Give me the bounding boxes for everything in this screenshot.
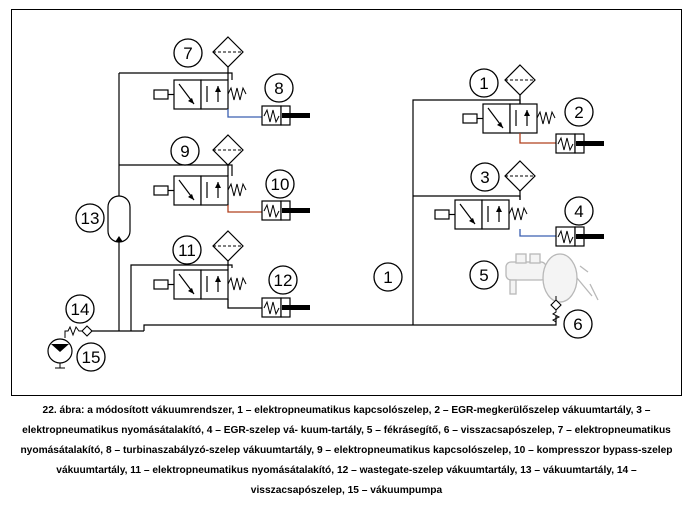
check-valve-14 <box>81 325 93 337</box>
label-10: 10 <box>265 169 295 199</box>
label-2: 2 <box>564 97 594 127</box>
label-8: 8 <box>264 73 294 103</box>
reservoir-13 <box>107 195 131 243</box>
label-1-top: 1 <box>469 68 499 98</box>
svg-text:7: 7 <box>183 44 192 63</box>
svg-text:3: 3 <box>480 168 489 187</box>
label-7: 7 <box>173 38 203 68</box>
brake-booster-5 <box>505 253 599 303</box>
svg-text:11: 11 <box>178 241 196 260</box>
svg-text:8: 8 <box>274 79 283 98</box>
svg-text:5: 5 <box>479 266 488 285</box>
svg-text:4: 4 <box>574 202 583 221</box>
svg-text:15: 15 <box>82 348 101 367</box>
label-1-middle: 1 <box>373 262 403 292</box>
svg-text:1: 1 <box>383 268 392 287</box>
label-11: 11 <box>172 235 202 265</box>
diagram-frame <box>11 9 682 396</box>
vacuum-system-diagram: 7 8 9 10 13 11 12 14 15 1 2 3 <box>47 36 605 372</box>
svg-text:14: 14 <box>71 300 90 319</box>
label-5: 5 <box>469 260 499 290</box>
figure-caption: 22. ábra: a módosított vákuumrendszer, 1… <box>20 405 673 496</box>
label-4: 4 <box>564 196 594 226</box>
label-6: 6 <box>563 309 593 339</box>
label-12: 12 <box>268 265 298 295</box>
label-15: 15 <box>76 342 106 372</box>
svg-text:6: 6 <box>573 315 582 334</box>
svg-text:13: 13 <box>81 209 100 228</box>
svg-text:1: 1 <box>479 74 488 93</box>
svg-text:12: 12 <box>274 271 293 290</box>
svg-text:10: 10 <box>271 175 290 194</box>
svg-text:2: 2 <box>574 103 583 122</box>
label-9: 9 <box>170 136 200 166</box>
label-14: 14 <box>65 294 95 324</box>
svg-text:9: 9 <box>180 142 189 161</box>
label-13: 13 <box>75 203 105 233</box>
label-3: 3 <box>470 162 500 192</box>
